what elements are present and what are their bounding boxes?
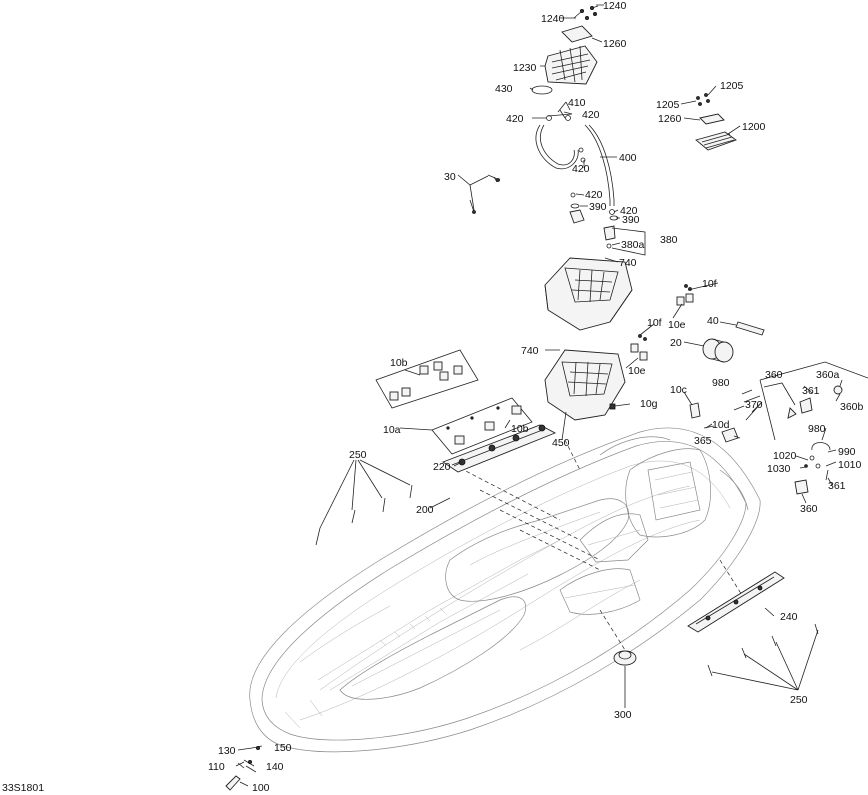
callout-1010: 1010 — [838, 459, 862, 471]
callout-110: 110 — [208, 761, 225, 773]
callout-360a: 360a — [816, 369, 840, 381]
callout-30: 30 — [444, 171, 456, 183]
callout-10g: 10g — [640, 398, 658, 410]
latch-set-10b-upper — [375, 349, 479, 409]
callout-740: 740 — [521, 345, 539, 357]
storage-bin-740-upper — [544, 257, 633, 331]
cover-1230 — [544, 45, 598, 85]
callout-1240: 1240 — [603, 0, 627, 12]
screws-1205 — [696, 93, 710, 106]
callout-220: 220 — [433, 461, 451, 473]
pins-250 — [315, 484, 819, 677]
callout-420: 420 — [506, 113, 524, 125]
gasket-430 — [531, 85, 553, 95]
callout-1020: 1020 — [773, 450, 797, 462]
callout-10a: 10a — [383, 424, 401, 436]
strap-40 — [735, 321, 765, 336]
valve-380 — [569, 209, 616, 249]
callout-420: 420 — [620, 205, 638, 217]
callout-390: 390 — [589, 201, 607, 213]
callout-10e: 10e — [668, 319, 686, 331]
callout-361: 361 — [802, 385, 820, 397]
callout-1260: 1260 — [658, 113, 682, 125]
callout-300: 300 — [614, 709, 632, 721]
callout-10b: 10b — [390, 357, 408, 369]
callout-360b: 360b — [840, 401, 864, 413]
callout-240: 240 — [780, 611, 798, 623]
callout-250: 250 — [790, 694, 808, 706]
screws-1240 — [573, 5, 599, 20]
callout-100: 100 — [252, 782, 270, 794]
callout-360: 360 — [765, 369, 783, 381]
hull-body — [249, 427, 761, 753]
callout-430: 430 — [495, 83, 513, 95]
callout-420: 420 — [572, 163, 590, 175]
callout-980: 980 — [712, 377, 730, 389]
vent-1200 — [695, 131, 737, 151]
callout-130: 130 — [218, 745, 236, 757]
callout-420: 420 — [585, 189, 603, 201]
latch-set-10a-lower — [431, 397, 533, 455]
callout-1240: 1240 — [541, 13, 565, 25]
plate-1260-right — [699, 113, 725, 125]
latch-10g — [609, 403, 616, 410]
drain-plug-300 — [613, 650, 637, 666]
callout-360: 360 — [800, 503, 818, 515]
callout-20: 20 — [670, 337, 682, 349]
callout-390: 390 — [622, 214, 640, 226]
callout-400: 400 — [619, 152, 637, 164]
callout-150: 150 — [274, 742, 292, 754]
callout-10b: 10b — [511, 423, 529, 435]
latch-10c-10d — [689, 402, 739, 443]
callout-361: 361 — [828, 480, 846, 492]
installation-guides — [459, 439, 746, 651]
callout-140: 140 — [266, 761, 284, 773]
callout-365: 365 — [694, 435, 712, 447]
rail-240 — [687, 571, 785, 633]
callout-40: 40 — [707, 315, 719, 327]
callout-10c: 10c — [670, 384, 687, 396]
callout-250: 250 — [349, 449, 367, 461]
callout-10f: 10f — [702, 278, 717, 290]
plate-1260-top — [561, 25, 593, 43]
reference-code: 33S1801 — [2, 782, 44, 794]
callout-1205: 1205 — [720, 80, 744, 92]
callout-10f: 10f — [647, 317, 662, 329]
leader-lines — [235, 4, 843, 787]
callout-1205: 1205 — [656, 99, 680, 111]
bolts-30 — [469, 174, 501, 214]
callout-1230: 1230 — [513, 62, 537, 74]
callout-410: 410 — [568, 97, 586, 109]
callout-740: 740 — [619, 257, 637, 269]
callout-10d: 10d — [712, 419, 730, 431]
rail-220 — [442, 424, 557, 473]
callout-1200: 1200 — [742, 121, 766, 133]
callout-10e: 10e — [628, 365, 646, 377]
callout-380a: 380a — [621, 239, 645, 251]
fitting-group-360 — [733, 361, 868, 495]
callout-370: 370 — [745, 399, 763, 411]
callout-1030: 1030 — [767, 463, 791, 475]
callout-450: 450 — [552, 437, 570, 449]
callout-380: 380 — [660, 234, 678, 246]
sleeve-20 — [702, 338, 734, 363]
callout-1260: 1260 — [603, 38, 627, 50]
small-parts-100-150 — [225, 745, 263, 791]
callout-990: 990 — [838, 446, 856, 458]
hose-400 — [535, 109, 615, 206]
callout-200: 200 — [416, 504, 434, 516]
callout-420: 420 — [582, 109, 600, 121]
callout-980: 980 — [808, 423, 826, 435]
storage-bin-740-lower — [544, 349, 626, 421]
